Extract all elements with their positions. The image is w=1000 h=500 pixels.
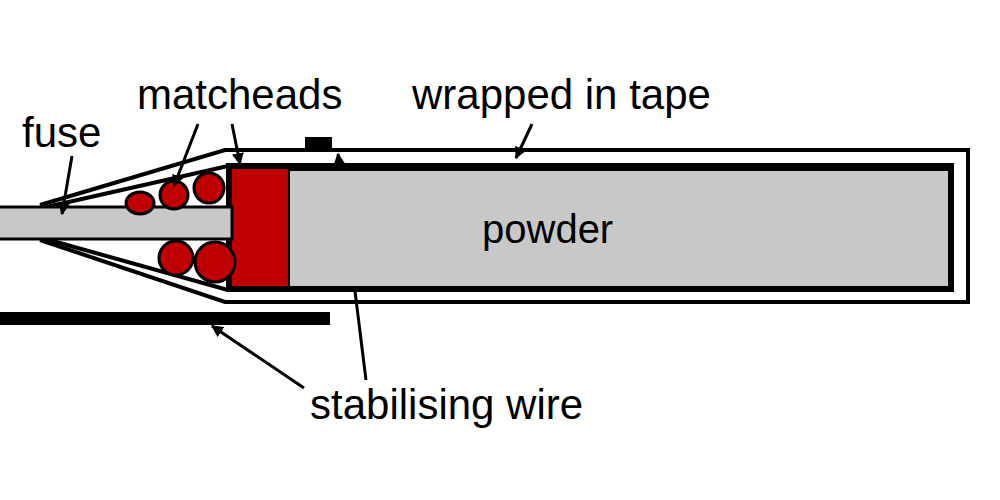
wire-tip	[305, 137, 332, 150]
stabilising-wire	[0, 312, 330, 325]
matchhead-plug	[230, 167, 290, 288]
matchhead	[195, 242, 235, 282]
leader-line	[516, 124, 532, 158]
part-label: fuse	[22, 110, 101, 156]
leader-line	[174, 124, 198, 186]
matchhead	[194, 173, 224, 203]
part-label: matcheads	[137, 72, 342, 118]
part-label: stabilising wire	[310, 382, 583, 428]
casing	[228, 165, 952, 290]
node-text: powder	[482, 207, 613, 251]
part-label: wrapped in tape	[412, 72, 711, 118]
leader-line	[232, 124, 240, 164]
powder-charge: powder	[290, 167, 952, 290]
fuse-cord	[0, 207, 232, 239]
matchhead-group	[126, 173, 235, 282]
matchhead	[159, 241, 193, 275]
leader-line	[212, 326, 304, 388]
leader-line	[62, 156, 72, 214]
matchhead	[126, 192, 154, 214]
